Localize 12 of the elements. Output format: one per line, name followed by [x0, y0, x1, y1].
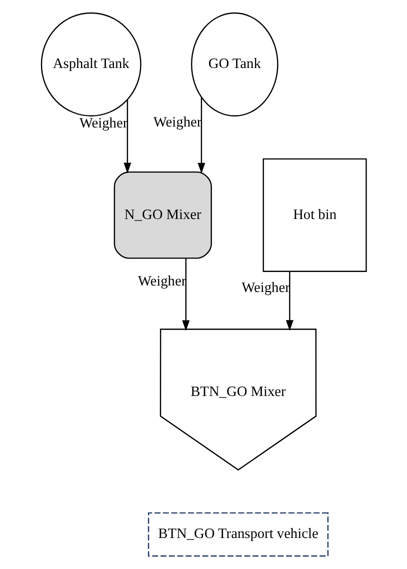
arrow — [197, 98, 205, 174]
node-box: N_GO Mixer — [113, 171, 212, 259]
node-box: BTN_GO Transport vehicle — [147, 512, 328, 557]
node-circle: Asphalt Tank — [40, 12, 141, 116]
edge-label: Weigher — [78, 115, 128, 132]
arrow — [285, 272, 293, 331]
edge-label: Weigher — [137, 274, 186, 290]
arrow — [123, 99, 131, 174]
node-box: Hot bin — [262, 158, 366, 272]
edge-label: Weigher — [152, 114, 202, 130]
node-ellipse: GO Tank — [190, 12, 278, 116]
arrow — [182, 258, 190, 332]
